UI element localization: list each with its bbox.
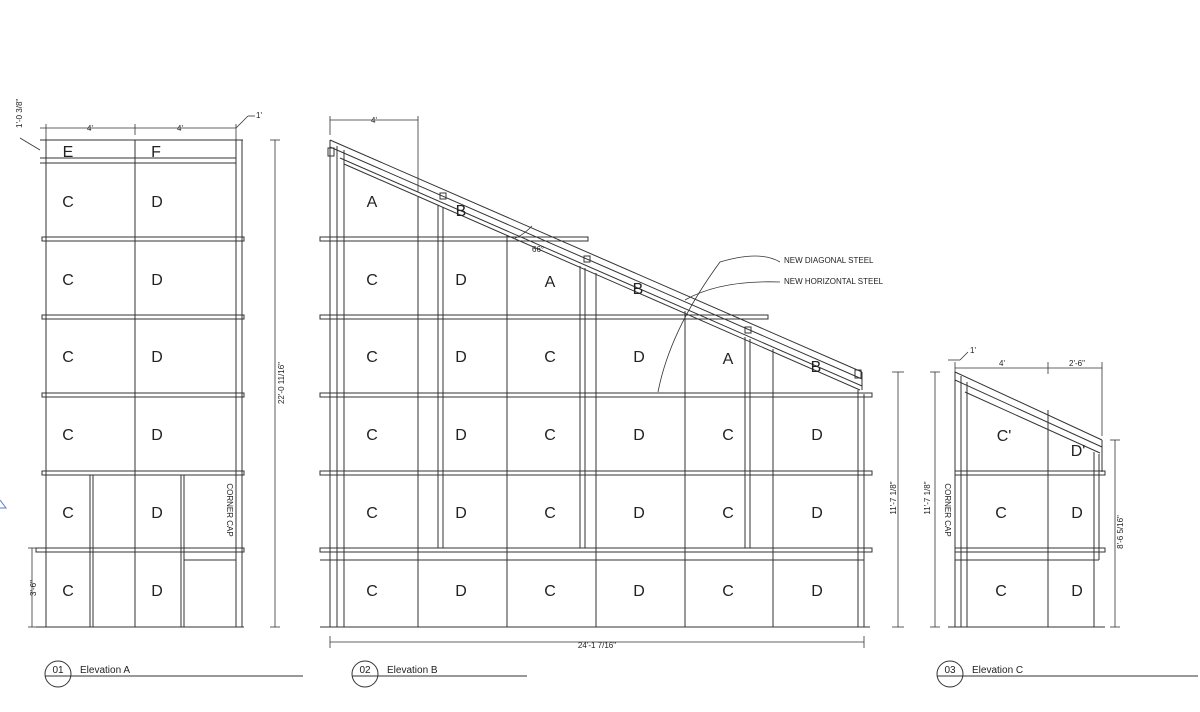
elevation-number-a: 01 [52, 665, 64, 676]
dim-a-overall-height: 22'-0 11/16" [277, 362, 286, 404]
rails-a [35, 236, 245, 553]
dims-b [329, 116, 904, 648]
panel-label: A [545, 274, 556, 291]
cursor-arrow-icon [0, 499, 7, 509]
panel-label: D [633, 349, 645, 366]
rails-b [319, 236, 873, 561]
rails-c [954, 470, 1106, 561]
panel-label: C [366, 272, 378, 289]
panel-label: C [544, 583, 556, 600]
panel-label: E [63, 144, 74, 161]
mullions-b [417, 196, 774, 627]
panel-label: D [151, 349, 163, 366]
panel-label: D [151, 505, 163, 522]
elevation-title-a: Elevation A [80, 665, 130, 676]
elevation-title-b: Elevation B [387, 665, 438, 676]
panel-label: B [633, 281, 644, 298]
panel-label: D [1071, 505, 1083, 522]
panel-label: C [62, 505, 74, 522]
dim-c-left-width: 4' [999, 359, 1005, 368]
panel-label: D [151, 583, 163, 600]
dim-b-right-height: 11'-7 1/8" [889, 481, 898, 514]
dim-a-top-height: 1'-0 3/8" [15, 99, 24, 128]
panel-label: D [633, 583, 645, 600]
panel-label: C [62, 272, 74, 289]
panel-label: D [455, 427, 467, 444]
panel-label: D [1071, 583, 1083, 600]
panel-label: D [811, 427, 823, 444]
panel-label: C [722, 583, 734, 600]
elevation-number-b: 02 [359, 665, 371, 676]
dim-a-top-right: 4' [177, 124, 183, 133]
side-label-a: CORNER CAP [225, 483, 234, 536]
panel-label: D [455, 272, 467, 289]
dim-c-right-height: 8'-6 5/16" [1116, 515, 1125, 549]
panel-label: C [544, 427, 556, 444]
panel-label: D [633, 505, 645, 522]
dim-b-angle: 66° [532, 245, 544, 254]
panel-labels-b: A B C D A B C D C D A B C D C D C D C D … [366, 194, 823, 600]
panel-label: C [722, 427, 734, 444]
frame-a [45, 139, 237, 628]
panel-label: C [62, 427, 74, 444]
title-block-b: 02 Elevation B [351, 660, 527, 688]
panel-label: C [366, 349, 378, 366]
panel-labels-a: E F C D C D C D C D C D C D [62, 144, 163, 600]
panel-label: A [723, 351, 734, 368]
panel-label: D [151, 272, 163, 289]
panel-label: C [366, 505, 378, 522]
panel-label: D [811, 583, 823, 600]
panel-label: C [544, 505, 556, 522]
note-diagonal-steel: NEW DIAGONAL STEEL [784, 256, 874, 265]
panel-label: B [811, 359, 822, 376]
panel-label: D [455, 505, 467, 522]
title-block-c: 03 Elevation C [936, 660, 1198, 688]
dim-b-overall-width: 24'-1 7/16" [578, 641, 616, 650]
dim-a-top-left: 4' [87, 124, 93, 133]
elevation-c: 1' 4' 2'-6" 11'-7 1/8" 8'-6 5/16" CORNER… [923, 346, 1198, 688]
elevation-b: 4' 66° 24'-1 7/16" 11'-7 1/8" NEW DIAGON… [319, 116, 904, 688]
panel-label: C [995, 505, 1007, 522]
panel-label: C [995, 583, 1007, 600]
dim-b-top-width: 4' [371, 116, 377, 125]
panel-label: C [544, 349, 556, 366]
panel-labels-c: C' D' C D C D [995, 428, 1085, 600]
panel-label: D [151, 427, 163, 444]
side-label-c: CORNER CAP [943, 483, 952, 536]
panel-label: C [62, 194, 74, 211]
panel-label: C [366, 583, 378, 600]
panel-label: D' [1071, 443, 1086, 460]
panel-label: C [722, 505, 734, 522]
panel-label: C [62, 583, 74, 600]
note-horizontal-steel: NEW HORIZONTAL STEEL [784, 277, 884, 286]
dim-c-overhang: 1' [970, 346, 976, 355]
panel-label: D [151, 194, 163, 211]
dim-c-left-height: 11'-7 1/8" [923, 481, 932, 514]
panel-label: D [455, 583, 467, 600]
panel-label: C [366, 427, 378, 444]
dim-a-base-height: 3'-6" [29, 580, 38, 596]
panel-label: C' [997, 428, 1012, 445]
panel-label: D [633, 427, 645, 444]
dims-c [930, 351, 1120, 628]
dim-c-right-width: 2'-6" [1069, 359, 1085, 368]
panel-label: C [62, 349, 74, 366]
dims-a [19, 115, 280, 628]
panel-label: A [367, 194, 378, 211]
dim-a-overhang: 1' [256, 111, 262, 120]
panel-label: D [455, 349, 467, 366]
panel-label: F [151, 144, 161, 161]
elevation-title-c: Elevation C [972, 665, 1023, 676]
elevation-a: 4' 4' 1' 1'-0 3/8" 22'-0 11/16" 3'-6" CO… [15, 99, 303, 688]
title-block-a: 01 Elevation A [44, 660, 303, 688]
panel-label: D [811, 505, 823, 522]
elevation-number-c: 03 [944, 665, 956, 676]
panel-label: B [456, 203, 467, 220]
